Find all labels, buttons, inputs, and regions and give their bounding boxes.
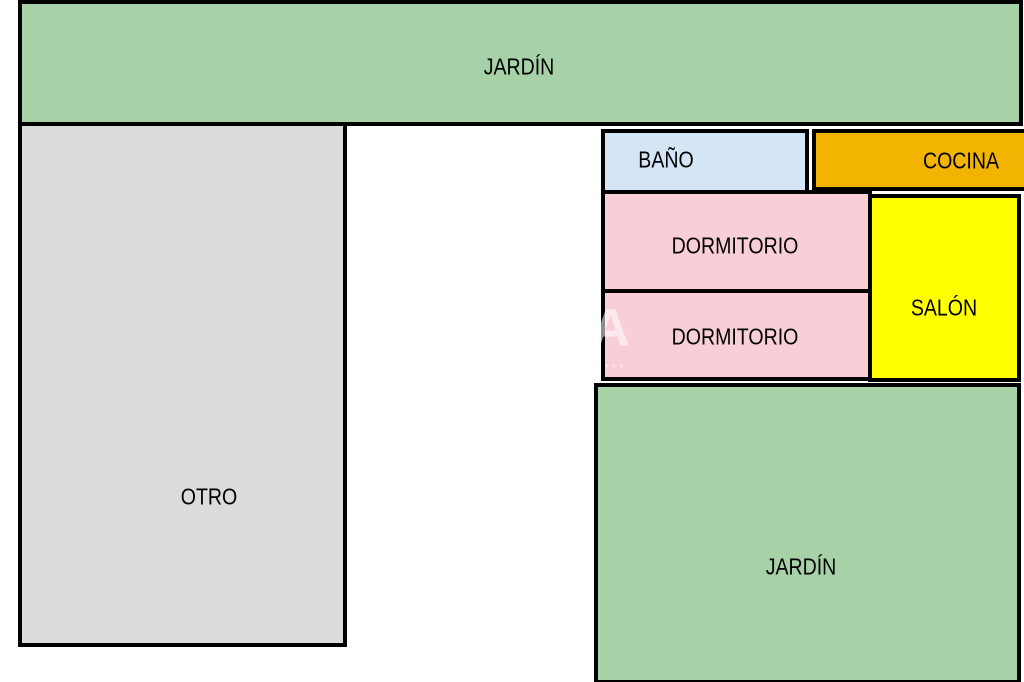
room-salon	[868, 194, 1021, 382]
room-label-salon: SALÓN	[910, 294, 978, 321]
room-dormitorio-1	[601, 190, 872, 293]
room-label-dormitorio-1: DORMITORIO	[671, 232, 799, 259]
room-bano	[601, 129, 809, 194]
room-label-bano: BAÑO	[638, 146, 694, 173]
room-label-jardin-bottom: JARDÍN	[765, 553, 837, 580]
room-cocina	[812, 129, 1024, 191]
room-jardin-top	[18, 0, 1023, 126]
room-dormitorio-2	[601, 289, 872, 381]
room-otro	[18, 122, 347, 647]
room-label-otro: OTRO	[180, 483, 238, 510]
room-label-dormitorio-2: DORMITORIO	[671, 323, 799, 350]
room-label-jardin-top: JARDÍN	[483, 53, 555, 80]
room-jardin-bottom	[594, 383, 1021, 682]
room-label-cocina: COCINA	[922, 147, 1000, 174]
